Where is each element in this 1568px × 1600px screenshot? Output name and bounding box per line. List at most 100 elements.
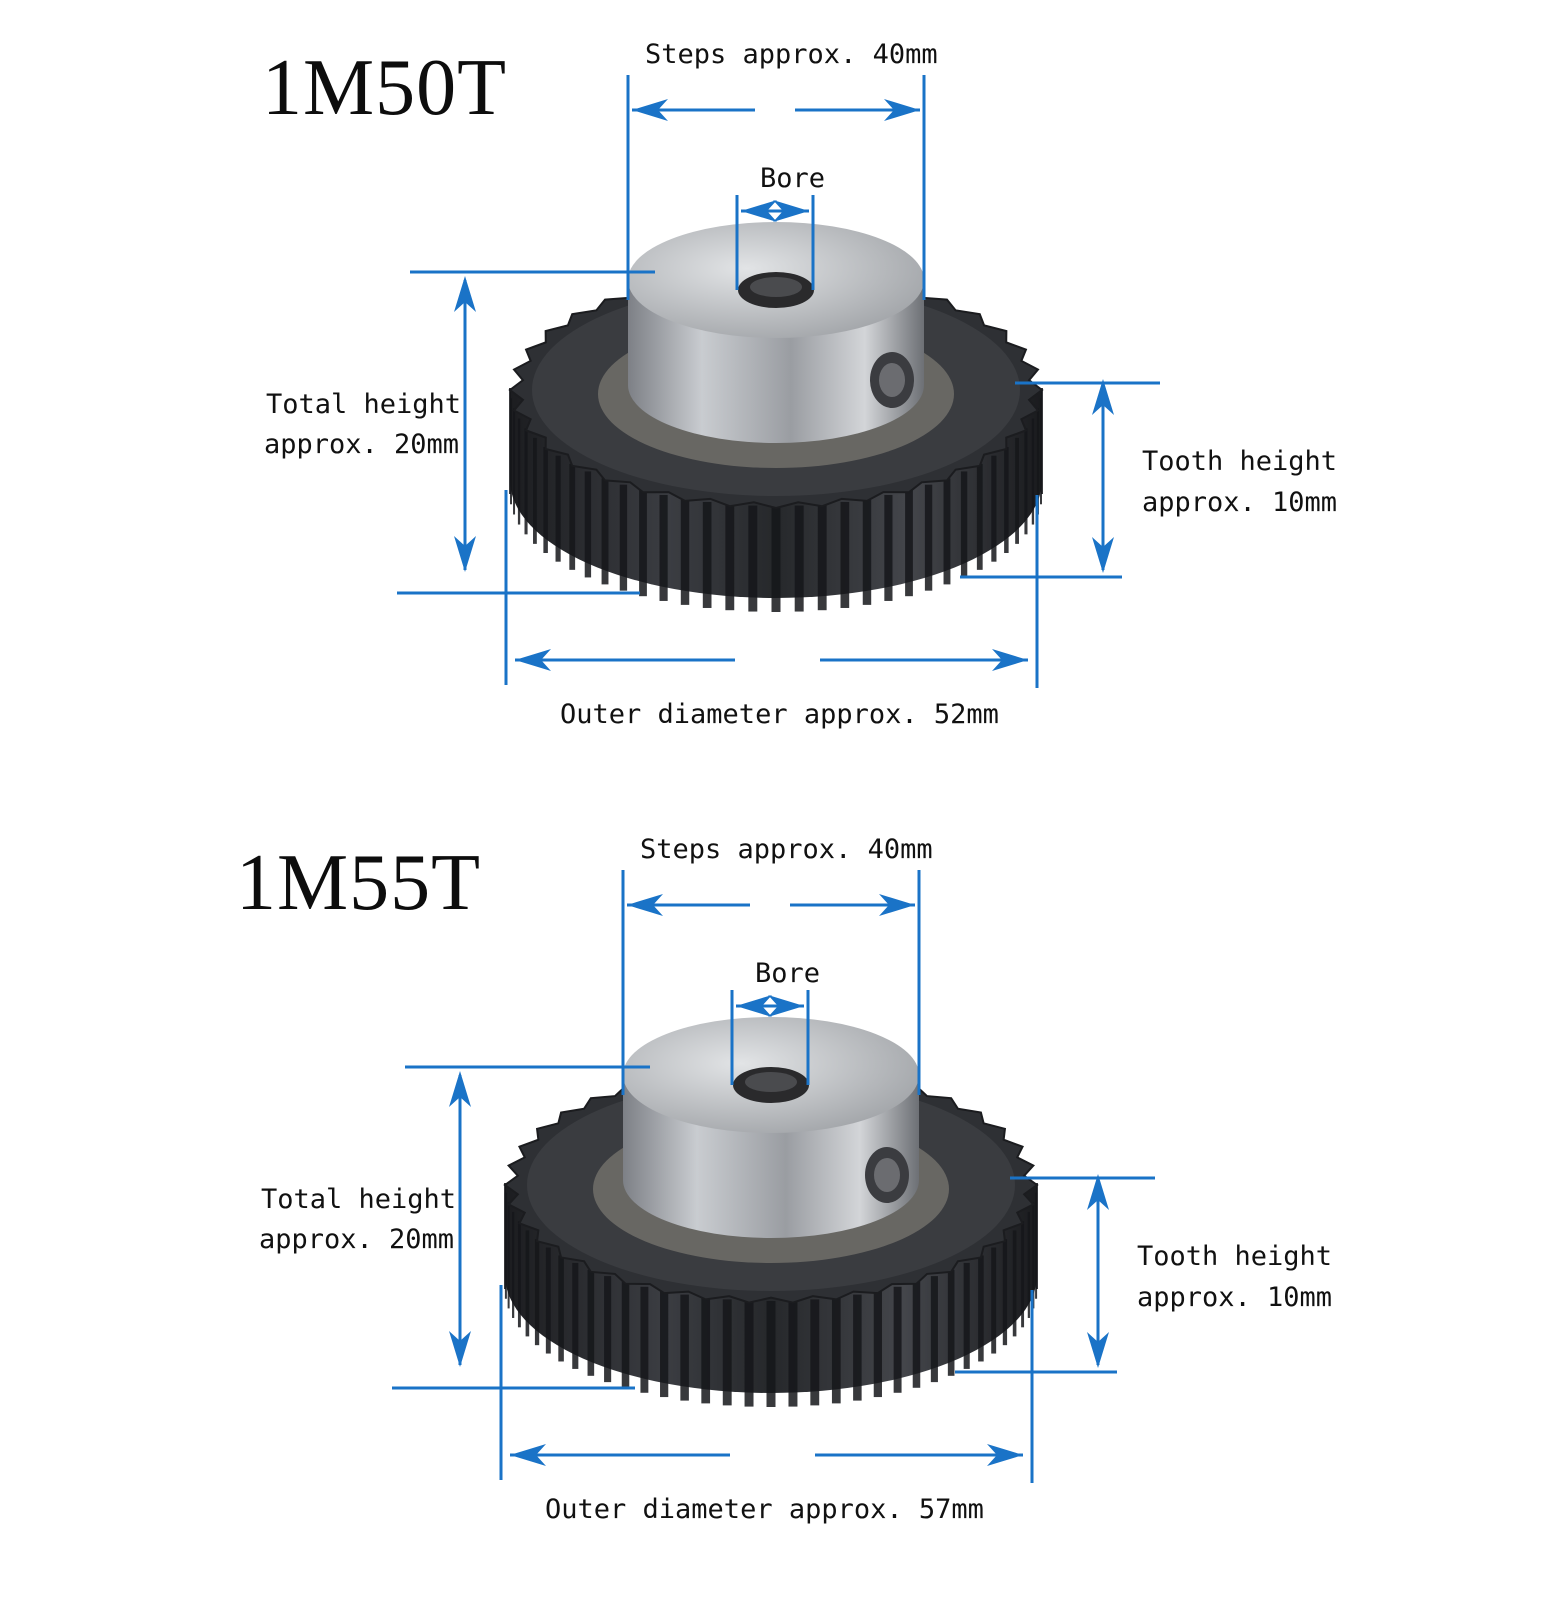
tooth-gap [517, 418, 521, 525]
set-screw-inner [874, 1158, 900, 1192]
tooth-gap [840, 501, 850, 608]
tooth-gap [1039, 398, 1042, 505]
tooth-gap [525, 1230, 530, 1337]
tooth-gap [524, 428, 528, 535]
outer-diameter-label: Outer diameter approx. 57mm [545, 1494, 984, 1525]
tooth-gap [1024, 428, 1028, 535]
bore-arrow-left [736, 995, 772, 1017]
tooth-gap [1012, 1230, 1017, 1337]
tooth-gap [1002, 1239, 1008, 1346]
tooth-gap [545, 1247, 551, 1354]
tooth-gap [1015, 437, 1019, 544]
tooth-gap [659, 494, 668, 601]
tooth-gap [569, 463, 576, 570]
tooth-gap [873, 1291, 882, 1398]
tooth-height-label-line1: Tooth height [1142, 446, 1338, 477]
tooth-gap [862, 498, 872, 605]
tooth-gap [924, 484, 933, 591]
tooth-gap [912, 1281, 921, 1388]
tooth-gap [619, 484, 628, 591]
steps-arrow-right [879, 894, 915, 916]
tooth-gap [930, 1276, 938, 1383]
tooth-height-label-line2: approx. 10mm [1142, 487, 1338, 518]
total-height-label-line2: approx. 20mm [259, 1224, 455, 1255]
steps-arrow-right [884, 99, 920, 121]
bore-hole-inner [745, 1072, 797, 1092]
tooth-gap [1036, 1183, 1038, 1289]
total-height-arrow-up [454, 276, 476, 312]
total-height-arrow-down [454, 536, 476, 572]
gear [508, 222, 1044, 612]
tooth-gap [533, 437, 537, 544]
tooth-gap [794, 505, 804, 612]
outer-diameter-arrow-left [515, 649, 551, 671]
outer-diameter-arrow-right [987, 1444, 1023, 1466]
tooth-gap [584, 471, 592, 578]
tooth-gap [534, 1239, 540, 1346]
tooth-gap [905, 490, 913, 597]
tooth-gap [601, 478, 609, 585]
tooth-gap [943, 478, 951, 585]
tooth-gap [893, 1286, 902, 1393]
tooth-height-arrow-up [1087, 1174, 1109, 1210]
tooth-gap [976, 463, 983, 570]
set-screw-inner [879, 363, 905, 397]
tooth-gap [788, 1300, 798, 1407]
tooth-gap [991, 455, 997, 562]
tooth-height-label-line2: approx. 10mm [1137, 1282, 1333, 1313]
tooth-gap [884, 494, 893, 601]
tooth-gap [960, 471, 968, 578]
gear-panel-1m55t: 1M55T Steps approx. 40mm Bore Total heig… [0, 795, 1568, 1595]
tooth-gap [991, 1247, 997, 1354]
tooth-gap [680, 1294, 689, 1401]
tooth-gap [722, 1299, 732, 1406]
gear-diagram [397, 75, 1160, 688]
tooth-gap [748, 505, 758, 612]
tooth-gap [504, 1192, 507, 1299]
tooth-gap [513, 408, 516, 515]
tooth-height-label-line1: Tooth height [1137, 1241, 1333, 1272]
tooth-height-arrow-down [1087, 1332, 1109, 1368]
tooth-height-arrow-down [1092, 537, 1114, 573]
total-height-label-line1: Total height [261, 1184, 457, 1215]
total-height-arrow-up [449, 1071, 471, 1107]
tooth-gap [1031, 418, 1035, 525]
tooth-gap [509, 388, 511, 494]
tooth-gap [1021, 1221, 1025, 1328]
bore-arrow-left [741, 200, 777, 222]
tooth-gap [510, 398, 513, 505]
tooth-gap [725, 504, 735, 611]
steps-arrow-left [632, 99, 668, 121]
bore-label: Bore [760, 163, 826, 194]
tooth-gap [640, 1286, 649, 1393]
steps-label: Steps approx. 40mm [640, 834, 933, 865]
outer-diameter-label: Outer diameter approx. 52mm [560, 699, 999, 730]
tooth-gap [543, 447, 548, 553]
tooth-gap [680, 498, 690, 605]
tooth-gap [660, 1291, 669, 1398]
gear-diagram [392, 870, 1155, 1483]
tooth-gap [978, 1255, 984, 1362]
bore-label: Bore [755, 958, 821, 989]
tooth-gap [853, 1294, 862, 1401]
tooth-gap [517, 1221, 521, 1328]
steps-arrow-left [627, 894, 663, 916]
tooth-gap [587, 1269, 595, 1376]
outer-diameter-arrow-right [992, 649, 1028, 671]
tooth-gap [639, 490, 647, 597]
tooth-gap [817, 504, 827, 611]
tooth-gap [555, 455, 561, 562]
model-title: 1M55T [236, 839, 481, 927]
tooth-gap [702, 501, 712, 608]
tooth-gap [512, 1211, 515, 1318]
tooth-gap [1032, 1202, 1035, 1309]
dimension-lines [397, 75, 1160, 688]
tooth-gap [810, 1299, 820, 1406]
tooth-gap [1027, 1211, 1030, 1318]
tooth-gap [558, 1255, 564, 1362]
tooth-gap [744, 1300, 754, 1407]
tooth-height-arrow-up [1092, 379, 1114, 415]
bore-arrow-right [773, 200, 809, 222]
total-height-label-line1: Total height [266, 389, 462, 420]
tooth-gap [604, 1276, 612, 1383]
